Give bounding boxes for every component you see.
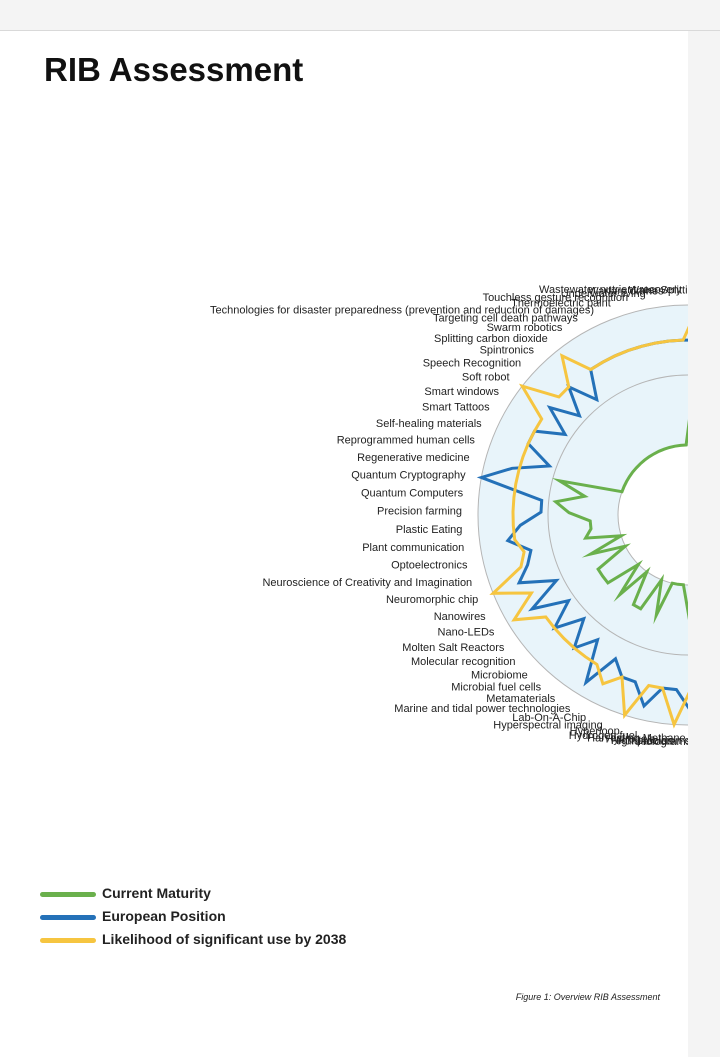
- category-label: Swarm robotics: [487, 322, 563, 334]
- legend-label: Current Maturity: [102, 885, 211, 901]
- category-label: Spintronics: [480, 345, 535, 357]
- category-label: Nano-LEDs: [438, 627, 495, 639]
- category-label: Self-healing materials: [376, 418, 482, 430]
- category-label: Water Splitting: [629, 284, 688, 296]
- category-label: Thermoelectric paint: [511, 298, 611, 310]
- category-label: Molecular recognition: [411, 656, 516, 668]
- category-label: Hydrogels: [606, 734, 656, 746]
- category-label: Microbial fuel cells: [451, 682, 541, 694]
- category-label: High-precision clock: [611, 735, 688, 747]
- category-label: Holograms: [638, 736, 688, 748]
- category-label: Regenerative medicine: [357, 452, 470, 464]
- category-label: Smart windows: [424, 386, 499, 398]
- category-label: Nanowires: [434, 611, 486, 623]
- category-label: Hyperloop: [570, 726, 620, 738]
- category-label: Targeting cell death pathways: [433, 313, 578, 325]
- category-label: Humanoids: [617, 736, 673, 748]
- ring-1: [617, 444, 688, 586]
- category-labels: Water SplittingWastewater nutrient recov…: [210, 284, 688, 748]
- category-label: Hydrogen fuel: [569, 730, 638, 742]
- category-label: Wastewater nutrient recovery: [539, 284, 682, 296]
- series-line-current-maturity: [552, 419, 688, 625]
- radar-grid: [477, 304, 688, 726]
- category-label: Neuroscience of Creativity and Imaginati…: [262, 577, 472, 589]
- viewer-top-bar: [0, 0, 720, 31]
- category-label: Metamaterials: [486, 693, 556, 705]
- legend-swatch-likelihood: [40, 938, 96, 943]
- figure-caption: Figure 1: Overview RIB Assessment: [515, 992, 660, 1002]
- viewer-side-margin: [688, 31, 720, 1057]
- category-label: Plastic Eating: [396, 524, 463, 536]
- radar-chart: Water SplittingWastewater nutrient recov…: [210, 284, 688, 748]
- category-label: Molten Salt Reactors: [402, 642, 505, 654]
- legend-swatch-european-position: [40, 915, 96, 920]
- document-page: RIB Assessment Water SplittingWastewater…: [0, 31, 688, 1057]
- ring-outer: [477, 304, 688, 726]
- category-label: Soft robot: [462, 371, 510, 383]
- category-label: Quantum Cryptography: [351, 470, 466, 482]
- legend-label: European Position: [102, 908, 226, 924]
- legend-label: Likelihood of significant use by 2038: [102, 931, 347, 947]
- category-label: Touchless gesture recognition: [483, 292, 629, 304]
- category-label: Smart Tattoos: [422, 402, 490, 414]
- category-label: Quantum Computers: [361, 488, 464, 500]
- category-label: Harvesting Methane Hydrate: [587, 733, 688, 745]
- category-label: Reprogrammed human cells: [337, 435, 476, 447]
- category-label: Splitting carbon dioxide: [434, 333, 548, 345]
- legend-swatch-current-maturity: [40, 892, 96, 897]
- category-label: Precision farming: [377, 506, 462, 518]
- ring-2: [547, 374, 688, 656]
- category-label: Speech Recognition: [423, 358, 521, 370]
- category-label: Warfare drones: [588, 285, 664, 297]
- category-label: Lab-On-A-Chip: [512, 712, 586, 724]
- category-label: Hyperspectral imaging: [493, 719, 602, 731]
- series-line-likelihood: [489, 325, 688, 729]
- category-label: Optoelectronics: [391, 560, 468, 572]
- category-label: Microbiome: [471, 669, 528, 681]
- category-label: Marine and tidal power technologies: [394, 703, 571, 715]
- page-title: RIB Assessment: [44, 51, 304, 88]
- category-label: Technologies for disaster preparedness (…: [210, 305, 594, 317]
- category-label: Neuromorphic chip: [386, 594, 478, 606]
- category-label: Plant communication: [362, 542, 464, 554]
- category-label: Underwater living: [561, 288, 646, 300]
